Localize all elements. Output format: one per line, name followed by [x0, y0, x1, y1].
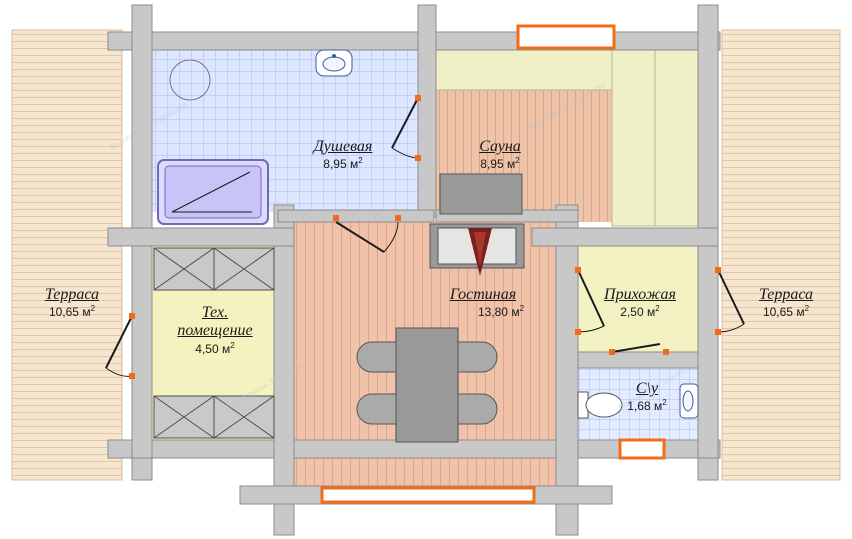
room-name: Душевая: [313, 138, 373, 155]
toilet: [577, 391, 623, 419]
room-name: Тех. помещение: [177, 304, 253, 340]
room-label-shower: Душевая 8,95 м2: [288, 138, 398, 172]
room-name: Гостиная: [449, 286, 517, 303]
room-area: 10,65 м2: [48, 304, 96, 320]
room-area: 10,65 м2: [762, 304, 810, 320]
room-label-wc: С\у 1,68 м2: [612, 380, 682, 414]
room-area: 8,95 м2: [323, 156, 363, 172]
wc-sink: [679, 383, 699, 419]
room-name: Сауна: [479, 138, 521, 155]
room-label-terrace-left: Терраса 10,65 м2: [22, 286, 122, 320]
doors: [105, 97, 745, 377]
room-area: 4,50 м2: [195, 340, 235, 356]
shower-sink: [315, 49, 353, 77]
windows: [320, 24, 666, 504]
room-area: 1,68 м2: [627, 398, 667, 414]
fireplace: [429, 223, 525, 276]
terrace-left-floor: [11, 29, 123, 481]
shower-drain: [169, 59, 211, 101]
room-name: С\у: [635, 380, 659, 397]
room-label-hall: Прихожая 2,50 м2: [588, 286, 692, 320]
door-hinges: [129, 95, 721, 379]
room-label-terrace-right: Терраса 10,65 м2: [736, 286, 836, 320]
room-label-sauna: Сауна 8,95 м2: [450, 138, 550, 172]
tech-cabinets: [153, 247, 275, 439]
room-area: 2,50 м2: [620, 304, 660, 320]
room-label-tech: Тех. помещение 4,50 м2: [160, 304, 270, 357]
room-name: Прихожая: [604, 286, 676, 303]
hall-floor: [578, 246, 698, 352]
room-name: Терраса: [44, 286, 100, 303]
room-area: 8,95 м2: [480, 156, 520, 172]
terrace-right-floor: [721, 29, 841, 481]
room-area: 13,80 м2: [477, 304, 525, 320]
sauna-stove: [439, 173, 523, 215]
room-label-living: Гостиная 13,80 м2: [418, 286, 548, 320]
dining-set: [356, 327, 498, 443]
sauna-bench-top: [435, 49, 613, 91]
room-name: Терраса: [758, 286, 814, 303]
